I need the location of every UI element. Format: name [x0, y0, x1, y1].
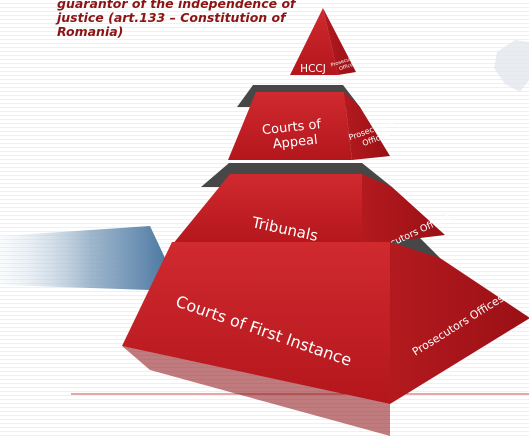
caption-text: guarantor of the independence of justice…: [57, 0, 357, 39]
tier-2-front-line-1: Courts of: [261, 117, 322, 138]
caption-line-1: guarantor of the independence of: [57, 0, 296, 11]
tier-2-front-label: Courts of Appeal: [261, 117, 327, 153]
tier-3-front-face: [172, 174, 362, 245]
tier-4-side-face: [390, 242, 529, 404]
tier-1-front-label: HCCJ: [300, 63, 326, 75]
tier-4-shadow-edge: [122, 346, 390, 436]
tier-1-side-line-2: Offices: [338, 61, 357, 72]
tier-3-side-face: [362, 174, 445, 245]
pyramid-tier-3: Tribunals Prosecutors Offices: [172, 174, 453, 260]
tier-2-front-line-2: Appeal: [272, 133, 318, 153]
caption-line-2: justice (art.133 – Constitution of: [57, 10, 286, 25]
pyramid-tier-4: Courts of First Instance Prosecutors Off…: [122, 242, 529, 436]
tier-4-front-face: [122, 242, 390, 404]
tier-1-front-face: [290, 8, 338, 75]
pyramid-tier-2: Courts of Appeal Prosecutors Offices: [228, 92, 394, 160]
tier-2-side-face: [344, 92, 390, 160]
light-beam-shape: [0, 226, 165, 290]
map-silhouette: [494, 40, 529, 92]
tier-2-front-face: [228, 92, 352, 160]
tier-1-side-face: [323, 8, 356, 75]
pyramid-tier-1: HCCJ Prosecutors Offices: [290, 8, 360, 75]
caption-line-3: Romania): [57, 24, 124, 39]
